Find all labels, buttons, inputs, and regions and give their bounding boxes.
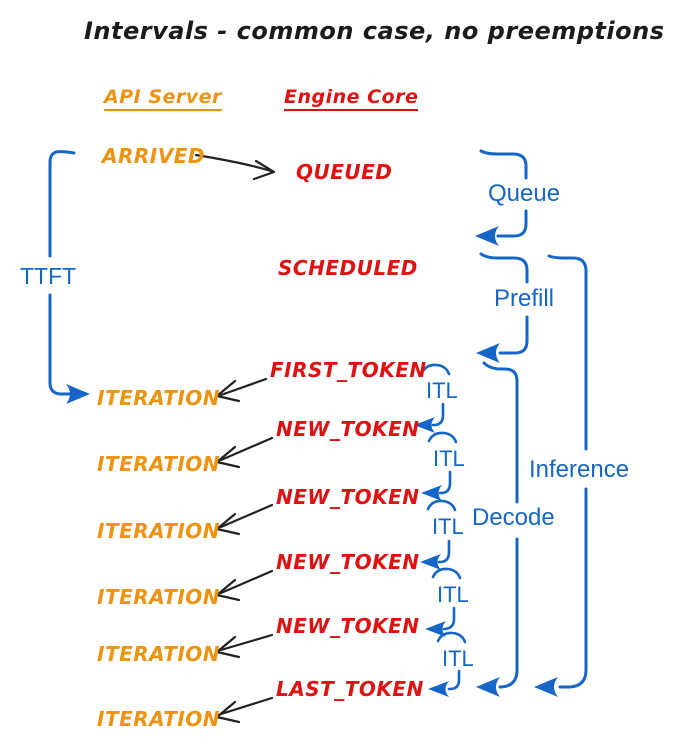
itl-group-5 (428, 631, 467, 697)
event-arrived: ARRIVED (102, 144, 205, 168)
inference-bracket (534, 254, 588, 697)
inference-arrow-icon (534, 677, 558, 697)
decode-bracket (476, 361, 519, 697)
interval-prefill-label: Prefill (494, 285, 555, 312)
event-queued: QUEUED (296, 160, 393, 184)
interval-queue-label: Queue (488, 180, 561, 207)
first-token-to-iteration-arrow (215, 377, 268, 403)
event-new-token-4: NEW_TOKEN (276, 614, 420, 638)
last-token-to-iteration-arrow (215, 696, 274, 724)
event-first-token: FIRST_TOKEN (270, 358, 427, 382)
iteration-label-2: ITERATION (97, 452, 221, 476)
event-scheduled: SCHEDULED (278, 256, 418, 280)
event-last-token: LAST_TOKEN (276, 677, 424, 701)
interval-itl-label-3: ITL (432, 514, 464, 539)
new-token-2-to-iteration-arrow (215, 503, 274, 536)
interval-itl-label-2: ITL (433, 446, 465, 471)
iteration-label-5: ITERATION (97, 642, 221, 666)
itl-group-2 (421, 431, 458, 501)
iteration-label-1: ITERATION (97, 386, 221, 410)
itl-group-3 (420, 499, 457, 570)
column-header-api-server: API Server (104, 87, 222, 111)
interval-itl-label-4: ITL (437, 582, 469, 607)
itl-arrow-icon (421, 485, 442, 501)
iteration-label-6: ITERATION (97, 707, 221, 731)
interval-itl-label-1: ITL (426, 378, 458, 403)
iteration-label-3: ITERATION (97, 519, 221, 543)
event-new-token-2: NEW_TOKEN (276, 485, 420, 509)
new-token-3-to-iteration-arrow (215, 569, 274, 602)
itl-group-4 (425, 567, 462, 637)
interval-decode-label: Decode (472, 504, 555, 531)
itl-arrow-icon (428, 681, 449, 697)
ttft-arrow-icon (66, 384, 90, 404)
diagram-title: Intervals - common case, no preemptions (84, 17, 665, 45)
prefill-bracket (476, 252, 529, 363)
itl-arrow-icon (425, 621, 446, 637)
event-new-token-3: NEW_TOKEN (276, 550, 420, 574)
interval-ttft-label: TTFT (20, 263, 77, 289)
interval-itl-label-5: ITL (442, 646, 474, 671)
queue-bracket (475, 149, 528, 246)
itl-arrow-icon (414, 417, 435, 433)
ttft-bracket (48, 150, 90, 404)
column-header-engine-core: Engine Core (284, 87, 419, 111)
itl-arrow-icon (420, 554, 441, 570)
queue-arrow-icon (475, 226, 499, 246)
itl-group-1 (414, 363, 451, 433)
new-token-4-to-iteration-arrow (215, 633, 274, 659)
arrived-to-queued-arrow (194, 153, 276, 181)
prefill-arrow-icon (476, 343, 500, 363)
iteration-label-4: ITERATION (97, 585, 221, 609)
interval-inference-label: Inference (529, 456, 630, 483)
new-token-1-to-iteration-arrow (215, 436, 274, 469)
decode-arrow-icon (476, 677, 500, 697)
event-new-token-1: NEW_TOKEN (276, 417, 420, 441)
